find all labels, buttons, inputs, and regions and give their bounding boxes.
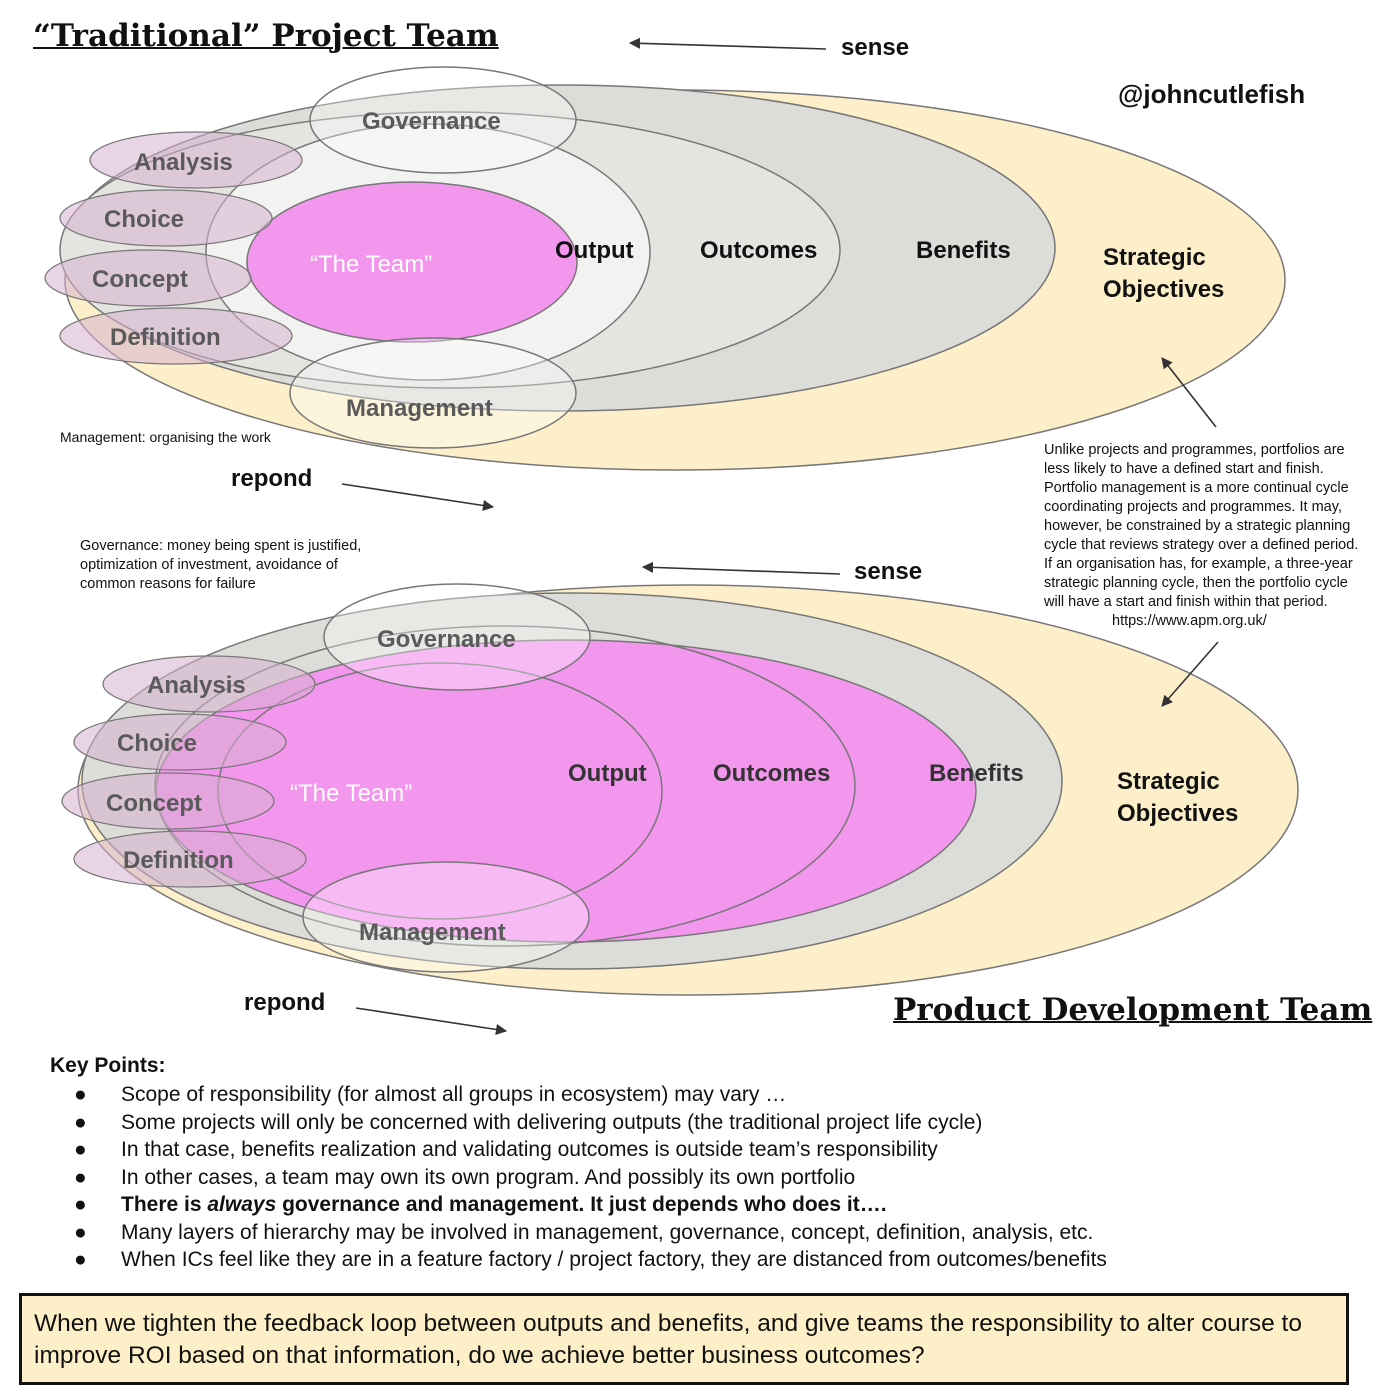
bottom-output-label: Output — [568, 760, 647, 787]
portfolio-arrow-up — [1161, 357, 1217, 428]
top-diagram: Strategic Objectives Benefits Outcomes O… — [44, 34, 1305, 512]
bottom-title: Product Development Team — [893, 992, 1373, 1028]
key-points-list: ● Scope of responsibility (for almost all… — [50, 1081, 1350, 1274]
management-note: Management: organising the work — [60, 429, 271, 445]
bullet-icon: ● — [74, 1110, 87, 1134]
bottom-management-ellipse — [302, 861, 590, 973]
bottom-management-label: Management — [359, 919, 506, 946]
bottom-respond-arrow — [355, 1007, 508, 1036]
top-output-label: Output — [555, 237, 634, 264]
top-concept-label: Concept — [92, 266, 188, 293]
bottom-choice-label: Choice — [117, 730, 197, 757]
bottom-sense-label: sense — [854, 558, 922, 585]
key-point-text-part: governance and management. It just depen… — [276, 1193, 887, 1216]
key-point-item: ● Some projects will only be concerned wi… — [50, 1109, 1350, 1137]
key-points-title: Key Points: — [50, 1054, 166, 1077]
portfolio-note-line: strategic planning cycle, then the portf… — [1044, 575, 1348, 591]
top-sense-label: sense — [841, 34, 909, 61]
bullet-icon: ● — [74, 1138, 87, 1161]
top-definition-label: Definition — [110, 324, 221, 351]
top-management-ellipse — [289, 337, 577, 449]
bottom-definition-ellipse — [73, 830, 307, 888]
key-point-item: ● Scope of responsibility (for almost all… — [50, 1081, 1350, 1109]
top-analysis-ellipse — [89, 131, 303, 189]
bottom-sense-arrow — [641, 561, 841, 575]
bottom-definition-label: Definition — [123, 847, 234, 874]
key-point-text: When ICs feel like they are in a feature… — [121, 1248, 1107, 1271]
top-analysis-label: Analysis — [134, 149, 233, 176]
governance-note-line: common reasons for failure — [80, 576, 256, 592]
key-point-item: ● In other cases, a team may own its own … — [50, 1164, 1350, 1192]
key-point-text-part: There is — [121, 1193, 208, 1216]
portfolio-note-line: cycle that reviews strategy over a defin… — [1044, 537, 1359, 553]
bullet-icon: ● — [74, 1220, 87, 1244]
governance-note-line: optimization of investment, avoidance of — [80, 557, 338, 573]
bottom-strategic-label-1: Strategic — [1117, 768, 1220, 795]
key-point-text: Scope of responsibility (for almost all … — [121, 1083, 787, 1106]
portfolio-note-line: less likely to have a defined start and … — [1044, 461, 1324, 477]
bottom-choice-ellipse — [73, 713, 287, 771]
top-choice-label: Choice — [104, 206, 184, 233]
portfolio-note-line: Unlike projects and programmes, portfoli… — [1044, 442, 1345, 458]
bottom-analysis-label: Analysis — [147, 672, 246, 699]
top-respond-arrow — [341, 483, 495, 512]
key-point-text: Many layers of hierarchy may be involved… — [121, 1220, 1094, 1244]
portfolio-note-line: coordinating projects and programmes. It… — [1044, 499, 1342, 515]
top-team-label: “The Team” — [310, 251, 432, 278]
bottom-diagram: Strategic Objectives Benefits Outcomes O… — [61, 558, 1299, 1036]
governance-note: Governance: money being spent is justifi… — [80, 537, 361, 594]
portfolio-note: Unlike projects and programmes, portfoli… — [1044, 441, 1396, 631]
top-sense-arrow — [628, 37, 827, 50]
portfolio-source-link[interactable]: https://www.apm.org.uk/ — [1112, 613, 1267, 629]
top-governance-label: Governance — [362, 108, 501, 135]
portfolio-note-line: however, be constrained by a strategic p… — [1044, 518, 1351, 534]
key-point-item-emphasis: ● There is always governance and manageme… — [50, 1191, 1350, 1219]
bottom-governance-label: Governance — [377, 626, 516, 653]
top-choice-ellipse — [59, 189, 273, 247]
key-point-emphasis-word: always — [207, 1193, 277, 1216]
top-outcomes-label: Outcomes — [700, 237, 817, 264]
top-strategic-label-1: Strategic — [1103, 244, 1206, 271]
portfolio-arrow-down — [1161, 641, 1219, 707]
top-title: “Traditional” Project Team — [33, 18, 499, 54]
bottom-analysis-ellipse — [102, 655, 316, 713]
key-point-item: ● In that case, benefits realization and … — [50, 1136, 1350, 1164]
bottom-strategic-label-2: Objectives — [1117, 800, 1238, 827]
key-points: Key Points: ● Scope of responsibility (fo… — [50, 1054, 1350, 1274]
key-point-text: In that case, benefits realization and v… — [121, 1138, 938, 1161]
top-respond-label: repond — [231, 465, 312, 492]
bullet-icon: ● — [74, 1248, 87, 1271]
top-concept-ellipse — [44, 249, 252, 307]
portfolio-note-line: If an organisation has, for example, a t… — [1044, 556, 1353, 572]
handle-label: @johncutlefish — [1118, 79, 1305, 109]
key-point-item: ● Many layers of hierarchy may be involve… — [50, 1219, 1350, 1247]
bottom-governance-ellipse — [323, 583, 591, 691]
portfolio-note-line: Portfolio management is a more continual… — [1044, 480, 1349, 496]
top-definition-ellipse — [59, 307, 293, 365]
bullet-icon: ● — [74, 1083, 87, 1106]
top-team-ellipse — [246, 181, 578, 343]
portfolio-note-line: will have a start and finish within that… — [1044, 594, 1328, 610]
key-point-text: In other cases, a team may own its own p… — [121, 1165, 856, 1189]
top-benefits-label: Benefits — [916, 237, 1011, 264]
key-point-text: Some projects will only be concerned wit… — [121, 1110, 983, 1134]
bottom-respond-label: repond — [244, 989, 325, 1016]
bottom-outcomes-label: Outcomes — [713, 760, 830, 787]
bullet-icon: ● — [74, 1165, 87, 1189]
top-governance-ellipse — [309, 66, 577, 174]
bullet-icon: ● — [74, 1193, 87, 1216]
bottom-team-label: “The Team” — [290, 780, 412, 807]
top-management-label: Management — [346, 395, 493, 422]
key-point-item: ● When ICs feel like they are in a featur… — [50, 1246, 1350, 1274]
top-strategic-label-2: Objectives — [1103, 276, 1224, 303]
callout-box: When we tighten the feedback loop betwee… — [19, 1293, 1349, 1385]
bottom-concept-ellipse — [61, 772, 275, 830]
governance-note-line: Governance: money being spent is justifi… — [80, 538, 362, 554]
bottom-concept-label: Concept — [106, 790, 202, 817]
bottom-benefits-label: Benefits — [929, 760, 1024, 787]
